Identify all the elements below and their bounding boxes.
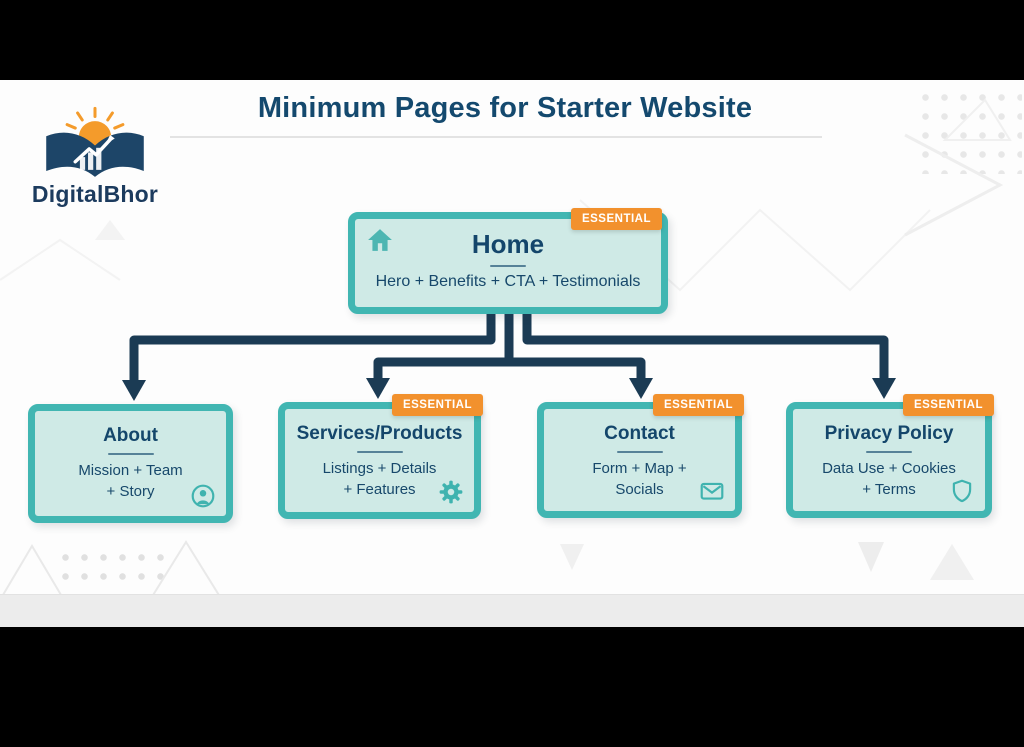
envelope-icon: [699, 478, 725, 504]
diagram-canvas: DigitalBhor Minimum Pages for Starter We…: [0, 80, 1024, 594]
gear-icon: [438, 479, 464, 505]
node-title: Contact: [604, 423, 675, 444]
title-divider: [616, 451, 663, 453]
page-title: Minimum Pages for Starter Website: [257, 92, 753, 124]
title-underline: [170, 136, 822, 138]
node-subtitle: Hero + Benefits + CTA + Testimonials: [375, 273, 641, 290]
dot-grid-decoration: [56, 548, 168, 590]
node-about: About Mission + Team + Story: [28, 404, 233, 523]
essential-badge: ESSENTIAL: [391, 394, 483, 416]
home-icon: [367, 228, 393, 252]
logo-book-sun-icon: [46, 106, 144, 177]
essential-badge: ESSENTIAL: [902, 394, 994, 416]
node-privacy-policy: ESSENTIAL Privacy Policy Data Use + Cook…: [786, 394, 994, 518]
node-subtitle: Listings + Details + Features: [322, 460, 437, 499]
node-contact: ESSENTIAL Contact Form + Map + Socials: [537, 394, 744, 518]
node-subtitle: Data Use + Cookies + Terms: [822, 460, 956, 499]
title-divider: [107, 453, 154, 455]
brand-name: DigitalBhor: [31, 181, 159, 207]
gray-footer-band: [0, 594, 1024, 628]
essential-badge: ESSENTIAL: [570, 208, 662, 230]
person-icon: [190, 483, 216, 509]
node-services-products: ESSENTIAL Services/Products Listings + D…: [278, 394, 483, 519]
node-home: ESSENTIAL Home Hero + Benefits + CTA + T…: [348, 208, 668, 314]
dot-grid-decoration: [916, 88, 1022, 174]
shield-icon: [949, 478, 975, 504]
brand-logo: DigitalBhor: [30, 106, 160, 208]
node-title: Privacy Policy: [824, 423, 954, 444]
node-title: About: [103, 425, 158, 446]
top-letterbox: [0, 0, 1024, 80]
node-title: Home: [471, 229, 545, 259]
node-subtitle: Form + Map + Socials: [592, 460, 687, 499]
title-divider: [490, 265, 526, 267]
bottom-letterbox: [0, 627, 1024, 747]
essential-badge: ESSENTIAL: [652, 394, 744, 416]
title-divider: [866, 451, 912, 453]
title-divider: [356, 451, 403, 453]
node-subtitle: Mission + Team + Story: [78, 462, 183, 501]
node-title: Services/Products: [296, 423, 463, 444]
